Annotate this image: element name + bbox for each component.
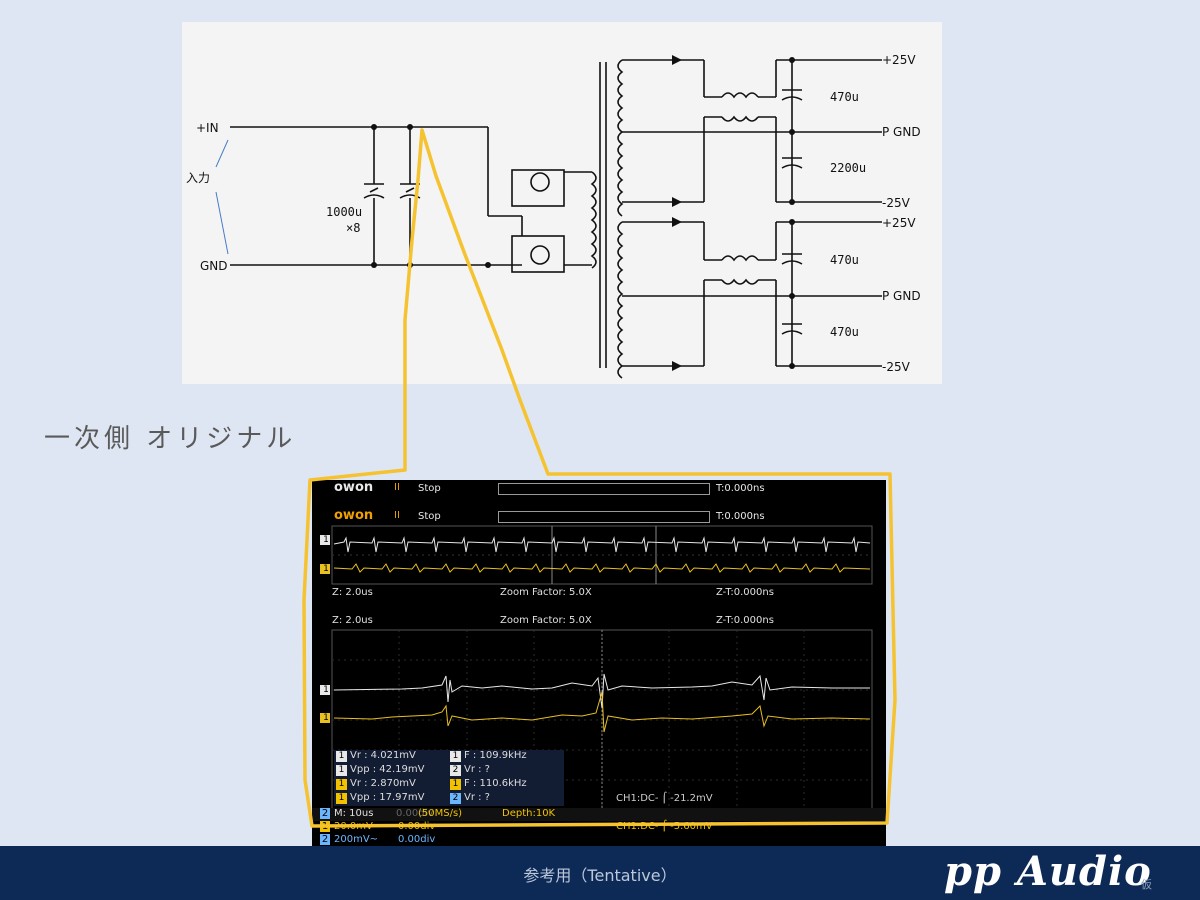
measurement-row: 1 Vr : 2.870mV 1 F : 110.6kHz [334, 778, 564, 792]
status-offset: 0.00div [398, 821, 436, 832]
cap-value: 470u [830, 90, 859, 104]
measure-channel: 2 [450, 793, 461, 804]
output-label: -25V [882, 360, 911, 374]
primary-side-caption: 一次側 オリジナル [44, 424, 297, 454]
cap-value: 470u [830, 325, 859, 339]
measure-value: Vr : 2.870mV [350, 778, 416, 789]
measurement-row: 1 Vr : 4.021mV 1 F : 109.9kHz [334, 750, 564, 764]
trigger-status-back: CH1:DC- ⌠ -21.2mV [616, 793, 713, 804]
power-supply-schematic: +IN 入力 GND 1000u ×8 +25V P GND -25V +25V… [182, 22, 942, 384]
zoom-factor: Zoom Factor: 5.0X [500, 587, 592, 598]
status-trigger: CH1:DC- ⌠ -5.60mV [616, 821, 713, 832]
zoom-timebase: Z: 2.0us [332, 615, 373, 626]
measure-channel: 1 [450, 779, 461, 790]
output-label: -25V [882, 196, 911, 210]
measure-channel: 1 [336, 793, 347, 804]
measure-channel: 1 [336, 751, 347, 762]
channel-marker: 1 [323, 685, 329, 695]
status-sample-rate: (50MS/s) [418, 808, 463, 819]
measure-value: Vpp : 17.97mV [350, 792, 425, 803]
cap-value: 470u [830, 253, 859, 267]
footer-bar: 参考用（Tentative） pp Audio 仮 [0, 846, 1200, 900]
measure-value: F : 109.9kHz [464, 750, 527, 761]
measure-value: Vr : ? [464, 792, 490, 803]
status-row: 1 20.0mV~ 0.00div CH1:DC- ⌠ -5.60mV [312, 821, 886, 834]
zoom-info-back: Z: 2.0us Zoom Factor: 5.0X Z-T:0.000ns [330, 586, 870, 600]
measure-value: Vr : ? [464, 764, 490, 775]
status-scale: 20.0mV~ [334, 821, 382, 832]
output-label: +25V [882, 53, 916, 67]
status-channel: 1 [320, 821, 330, 832]
measure-value: Vpp : 42.19mV [350, 764, 425, 775]
output-label: P GND [882, 125, 921, 139]
status-scale: M: 10us [334, 808, 374, 819]
measure-channel: 1 [336, 765, 347, 776]
measure-value: F : 110.6kHz [464, 778, 527, 789]
status-offset: 0.00div [398, 834, 436, 845]
zoom-info: Z: 2.0us Zoom Factor: 5.0X Z-T:0.000ns [330, 614, 870, 628]
status-row: 2 200mV~ 0.00div [312, 834, 886, 847]
status-depth: Depth:10K [502, 808, 556, 819]
brand-logo: pp Audio [944, 848, 1152, 895]
output-label: +25V [882, 216, 916, 230]
footer-note: 参考用（Tentative） [523, 866, 677, 885]
channel-marker: 1 [323, 564, 329, 574]
input-label: 入力 [186, 171, 210, 185]
measure-value: Vr : 4.021mV [350, 750, 416, 761]
measurement-row: 1 Vpp : 42.19mV 2 Vr : ? [334, 764, 564, 778]
channel-marker: 1 [323, 535, 329, 545]
zoom-trigger: Z-T:0.000ns [716, 587, 774, 598]
primary-cap-value: 1000u [326, 205, 362, 219]
status-channel: 2 [320, 834, 330, 845]
measure-channel: 1 [450, 751, 461, 762]
measure-channel: 1 [336, 779, 347, 790]
status-scale: 200mV~ [334, 834, 379, 845]
status-channel: 2 [320, 808, 330, 819]
primary-cap-count: ×8 [346, 221, 360, 235]
status-row: 2 M: 10us 0.00div (50MS/s) Depth:10K [312, 808, 886, 821]
output-label: P GND [882, 289, 921, 303]
input-plus-label: +IN [196, 121, 219, 135]
cap-value: 2200u [830, 161, 866, 175]
brand-sub-label: 仮 [1141, 878, 1152, 891]
zoom-trigger: Z-T:0.000ns [716, 615, 774, 626]
zoom-factor: Zoom Factor: 5.0X [500, 615, 592, 626]
input-gnd-label: GND [200, 259, 228, 273]
channel-marker: 1 [323, 713, 329, 723]
measurement-row: 1 Vpp : 17.97mV 2 Vr : ? [334, 792, 564, 806]
zoom-timebase: Z: 2.0us [332, 587, 373, 598]
measure-channel: 2 [450, 765, 461, 776]
schematic-drawing: +IN 入力 GND 1000u ×8 +25V P GND -25V +25V… [186, 53, 921, 379]
oscilloscope-capture: owon II Stop T:0.000ns owon II Stop T:0.… [312, 480, 886, 848]
